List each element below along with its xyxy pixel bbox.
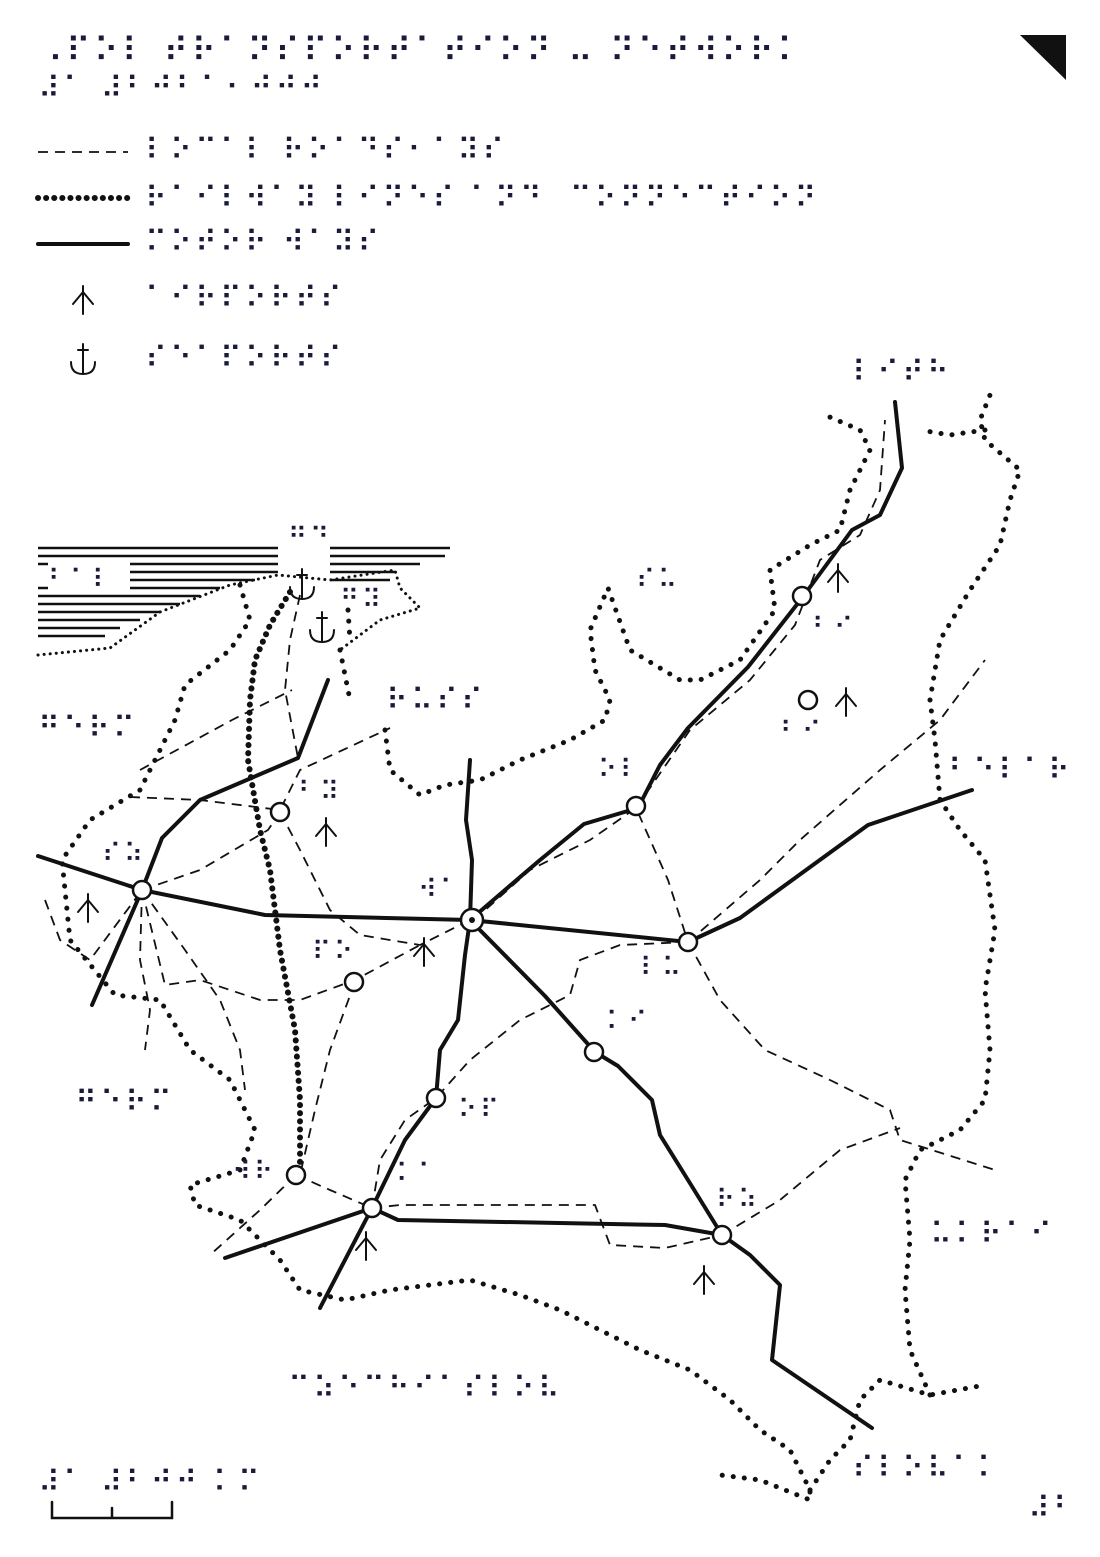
city-suwalki: [797, 689, 819, 711]
label-north-east: ⠃⠑⠇⠁⠗: [948, 753, 1073, 788]
city-rzeszow: [711, 1224, 733, 1246]
city-katowice: [361, 1197, 383, 1219]
label-bialystok: ⠃⠊: [812, 613, 856, 643]
airplane-icon: [835, 687, 857, 717]
label-kaliningrad: ⠗⠥⠎⠎: [386, 683, 486, 718]
label-warsaw: ⠺⠁: [418, 875, 462, 905]
legend-rail-label: ⠗⠁⠊⠇⠺⠁⠽ ⠇⠊⠝⠑⠎ ⠁⠝⠙⠀⠉⠕⠝⠝⠑⠉⠞⠊⠕⠝: [145, 181, 819, 216]
city-lublin: [677, 931, 699, 953]
airplane-icon: [77, 893, 99, 923]
sea-label: ⠃⠁⠇: [48, 565, 114, 595]
scale-label: ⠼⠁ ⠼⠃⠚⠚ ⠅⠍: [38, 1465, 263, 1500]
label-bialystok-2: ⠃⠊: [780, 717, 824, 747]
city-lodz: [343, 971, 365, 993]
legend: ⠇⠕⠉⠁⠇ ⠗⠕⠁⠙⠎⠂⠁⠽⠎ ⠗⠁⠊⠇⠺⠁⠽ ⠇⠊⠝⠑⠎ ⠁⠝⠙⠀⠉⠕⠝⠝⠑⠉…: [35, 133, 819, 376]
label-gdynia: ⠛⠽: [340, 585, 384, 615]
legend-road-minor-label: ⠇⠕⠉⠁⠇ ⠗⠕⠁⠙⠎⠂⠁⠽⠎: [145, 133, 507, 168]
label-south: ⠉⠵⠑⠉⠓⠊⠁⠎⠇⠕⠧: [288, 1371, 563, 1406]
scale-bar: ⠼⠁ ⠼⠃⠚⠚ ⠅⠍: [38, 1465, 263, 1520]
city-bialystok: [791, 585, 813, 607]
label-szczecin: ⠎⠵: [102, 839, 146, 869]
city-bydgoszcz: [269, 801, 291, 823]
airplane-icon: [693, 1265, 715, 1295]
baltic-sea: ⠃⠁⠇: [36, 546, 450, 657]
airplane-icon: [315, 817, 337, 847]
anchor-icon: [309, 611, 335, 644]
label-katowice: ⠅⠁: [396, 1159, 440, 1189]
anchor-icon: [70, 343, 96, 376]
label-opole: ⠕⠏: [458, 1095, 502, 1125]
label-wroclaw: ⠺⠗: [232, 1157, 276, 1187]
anchor-icon: [289, 568, 315, 601]
label-olsztyn: ⠕⠇: [598, 755, 642, 785]
label-kielce: ⠅⠊: [606, 1007, 650, 1037]
airplane-icon: [355, 1231, 377, 1261]
legend-airport-label: ⠁⠊⠗⠏⠕⠗⠞⠎: [145, 281, 345, 316]
map-subtitle: ⠼⠁ ⠼⠃⠚⠃⠁⠂⠚⠚⠚: [38, 71, 325, 106]
city-opole: [425, 1087, 447, 1109]
label-lublin: ⠇⠥: [640, 953, 684, 983]
page-number: ⠼⠃: [1028, 1491, 1078, 1526]
label-rzeszow: ⠗⠵: [716, 1185, 760, 1215]
city-kielce: [583, 1041, 605, 1063]
airplane-icon: [827, 563, 849, 593]
label-west-upper: ⠛⠑⠗⠍: [38, 711, 138, 746]
label-bydgoszcz: ⠃⠽: [298, 777, 342, 807]
railway-line: [244, 589, 303, 1183]
label-poznan: ⠏⠕: [312, 937, 356, 967]
city-wroclaw: [285, 1164, 307, 1186]
city-warsaw-center: [469, 917, 475, 923]
map-title: ⠠⠏⠕⠇ ⠞⠗⠁⠝⠎⠏⠕⠗⠞⠁⠞⠊⠕⠝ ⠤ ⠝⠑⠞⠺⠕⠗⠅: [38, 31, 805, 71]
label-north-top: ⠇⠊⠞⠓: [852, 355, 952, 390]
label-south-east: ⠎⠇⠕⠧⠁⠅: [852, 1451, 1002, 1486]
legend-road-main-label: ⠍⠕⠞⠕⠗ ⠺⠁⠽⠎: [145, 225, 382, 260]
city-szczecin: [131, 879, 153, 901]
label-suwalki: ⠎⠥: [636, 565, 680, 595]
label-gdansk: ⠛⠙: [288, 523, 332, 553]
page-corner-marker: [1020, 35, 1066, 80]
city-olsztyn: [625, 795, 647, 817]
cities: [131, 585, 819, 1246]
airplane-icon: [72, 285, 94, 315]
label-east: ⠥⠅⠗⠁⠊: [930, 1217, 1055, 1252]
label-west-lower: ⠛⠑⠗⠍: [75, 1085, 175, 1120]
airplane-icon: [413, 937, 435, 967]
legend-seaport-label: ⠎⠑⠁⠏⠕⠗⠞⠎: [145, 341, 345, 376]
main-roads: [36, 400, 974, 1430]
country-border: [59, 392, 1023, 1504]
kaliningrad-border: [337, 412, 873, 798]
place-labels: ⠇⠊⠞⠓ ⠃⠑⠇⠁⠗ ⠥⠅⠗⠁⠊ ⠉⠵⠑⠉⠓⠊⠁⠎⠇⠕⠧ ⠎⠇⠕⠧⠁⠅ ⠛⠑⠗⠍…: [38, 355, 1073, 1486]
